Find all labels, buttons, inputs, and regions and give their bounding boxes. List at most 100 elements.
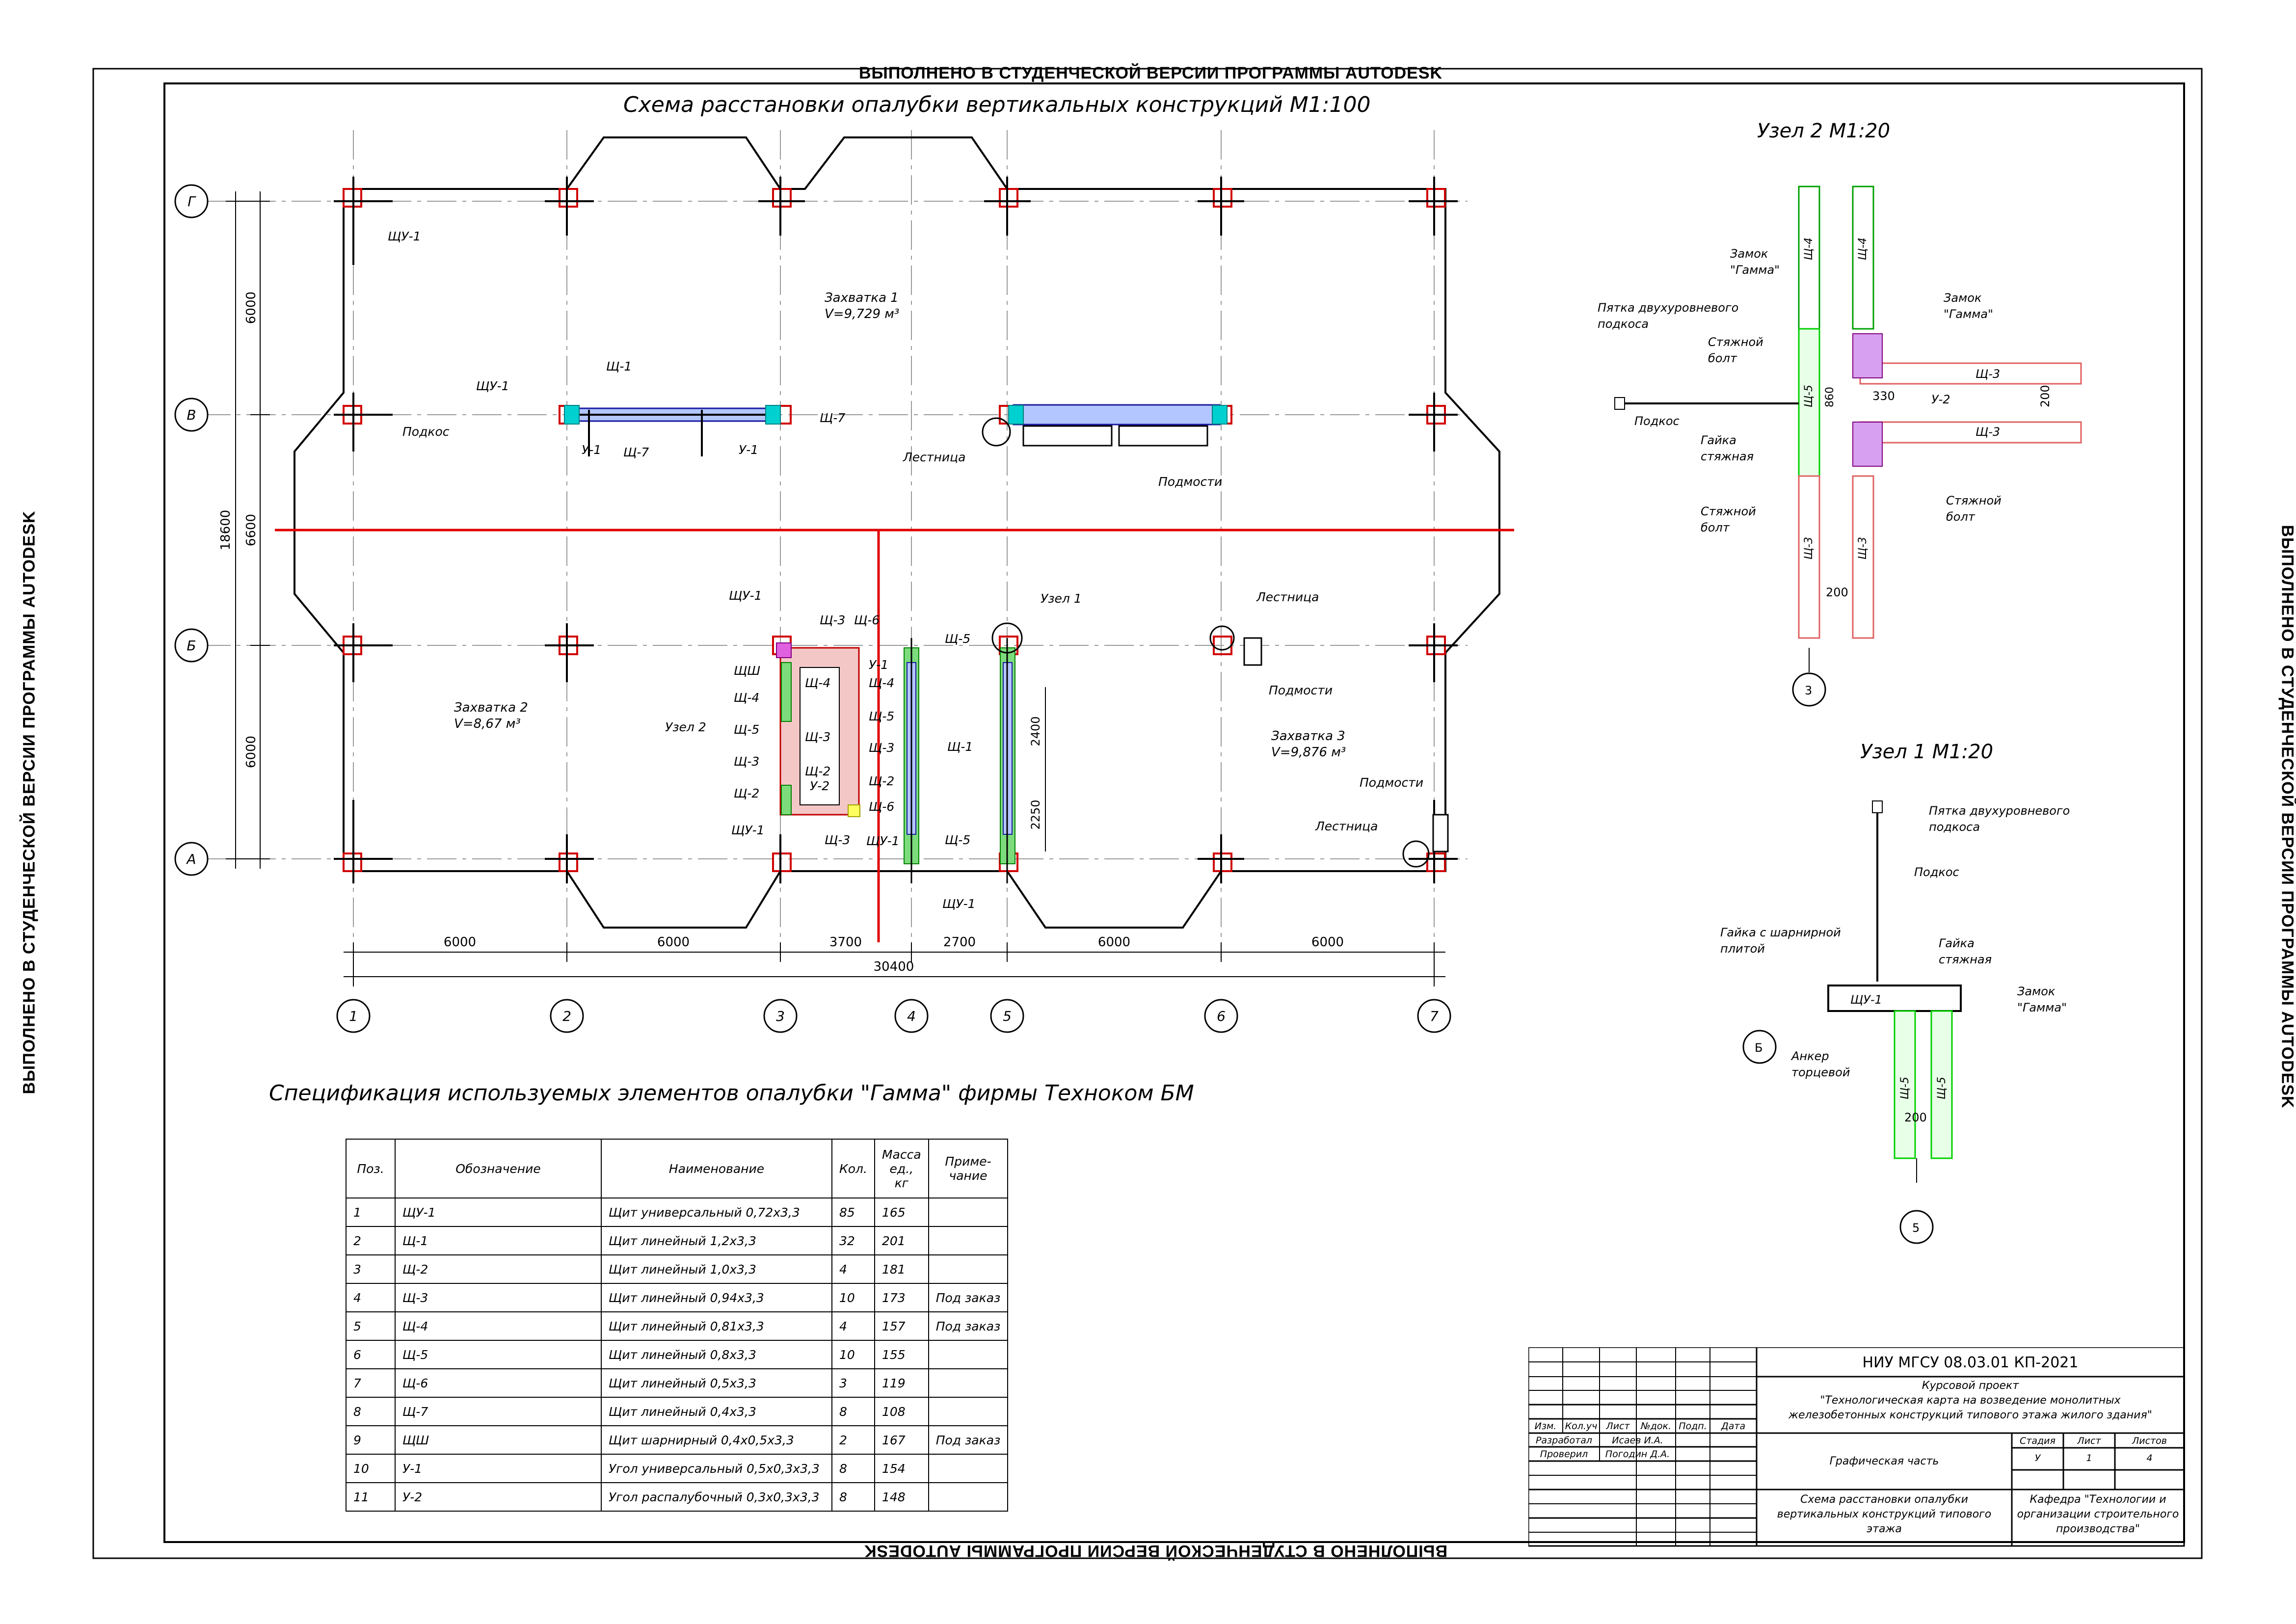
spec-cell-name: Щит линейный 0,5х3,3 [601,1368,832,1398]
spec-cell-mass: 154 [874,1454,929,1483]
spec-cell-qty: 4 [831,1254,875,1284]
plan-labels: ЩУ-1 ЩУ-1 Щ-1 Щ-7 Щ-7 У-1 У-1 Подкос Лес… [388,229,1423,911]
svg-text:Щ-5: Щ-5 [1936,1077,1948,1099]
svg-text:Щ-4: Щ-4 [734,691,759,705]
dim-row-3: 6000 [244,736,259,768]
svg-text:Щ-6: Щ-6 [869,799,894,814]
svg-text:"Гамма": "Гамма" [1944,307,1993,321]
dim-col-1: 6000 [444,935,476,950]
svg-text:Стяжной: Стяжной [1946,494,2002,507]
spec-cell-qty: 4 [831,1311,875,1341]
svg-text:Щ-5: Щ-5 [734,722,759,737]
spec-cell-mass: 148 [874,1482,929,1512]
row-axis-a: А [186,851,196,867]
stamp-sheet3: этажа [1867,1523,1902,1535]
node1-labels: Пятка двухуровневого подкоса Подкос Гайк… [1720,804,2070,1235]
spec-cell-note [928,1454,1009,1483]
spec-title: Спецификация используемых элементов опал… [269,1081,1194,1106]
spec-cell-note: Под заказ [928,1283,1009,1312]
svg-text:стяжная: стяжная [1701,450,1754,463]
wall-formwork-b-right [1008,404,1228,447]
spec-cell-designation: ЩШ [395,1425,602,1455]
stamp-razrab: Разработал [1535,1435,1593,1446]
spec-cell-mass: 165 [874,1198,929,1227]
spec-cell-pos: 3 [346,1254,396,1284]
svg-text:Гайка: Гайка [1939,936,1975,950]
spec-cell-name: Щит линейный 0,8х3,3 [601,1340,832,1369]
spec-cell-qty: 85 [831,1198,875,1227]
spec-cell-note [928,1198,1009,1227]
scaffold-3 [1432,814,1449,852]
spec-cell-designation: Щ-5 [395,1340,602,1369]
svg-text:подкоса: подкоса [1929,820,1980,834]
svg-text:ЩУ-1: ЩУ-1 [1850,993,1882,1007]
svg-text:Щ-1: Щ-1 [947,740,973,754]
spec-cell-designation: Щ-7 [395,1397,602,1426]
svg-text:У-1: У-1 [582,443,601,457]
spec-cell-note [928,1226,1009,1255]
svg-text:ЩУ-1: ЩУ-1 [729,588,762,603]
spec-cell-name: Щит линейный 0,94х3,3 [601,1283,832,1312]
svg-text:Подкос: Подкос [1914,865,1959,879]
svg-text:200: 200 [2038,385,2052,407]
col-axis-3: 3 [776,1008,785,1024]
svg-text:Б: Б [1755,1041,1762,1055]
svg-text:Лестница: Лестница [1315,819,1378,833]
dim-col-2: 6000 [657,935,690,950]
grid-lines [201,130,1468,962]
outer-frame [92,68,2203,1559]
stamp-col-list: Лист [1606,1421,1630,1432]
spec-cell-name: Угол универсальный 0,5х0,3х3,3 [601,1454,832,1483]
svg-text:Стяжной: Стяжной [1701,505,1756,518]
svg-text:Анкер: Анкер [1790,1049,1829,1063]
svg-text:Пятка двухуровневого: Пятка двухуровневого [1929,804,2070,818]
spec-cell-mass: 201 [874,1226,929,1255]
col-axis-bubbles [336,999,1451,1033]
stamp-sheet2: вертикальных конструкций типового [1777,1508,1992,1520]
svg-text:Щ-1: Щ-1 [606,359,632,373]
node1-drawing [1742,800,1962,1244]
node2-drawing [1614,186,2082,707]
spec-header-row: Поз. Обозначение Наименование Кол. Масса… [346,1139,1009,1198]
stamp-dept1: Кафедра "Технологии и [2029,1493,2166,1506]
svg-text:болт: болт [1946,510,1976,524]
svg-text:Щ-4: Щ-4 [869,676,894,690]
stamp-sheet1: Схема расстановки опалубки [1800,1493,1968,1506]
stamp-razrab-name: Исаев И.А. [1612,1435,1663,1446]
spec-cell-name: Щит шарнирный 0,4х0,5х3,3 [601,1425,832,1455]
svg-text:Замок: Замок [2017,985,2056,998]
spec-cell-pos: 11 [346,1482,396,1512]
stamp-project3: железобетонных конструкций типового этаж… [1789,1409,2152,1421]
plan-title: Схема расстановки опалубки вертикальных … [623,92,1371,117]
spec-cell-pos: 4 [346,1283,396,1312]
dim-col-3: 3700 [829,935,862,950]
node1-rotated-labels: Щ-5 Щ-5 [1899,1077,1948,1099]
svg-text:Подкос: Подкос [402,425,450,439]
spec-cell-name: Щит универсальный 0,72х3,3 [601,1198,832,1227]
svg-text:Щ-5: Щ-5 [945,632,970,646]
stamp-list-h: Лист [2077,1436,2101,1446]
building-outline [294,136,1500,929]
svg-text:Щ-3: Щ-3 [825,833,850,847]
svg-text:Щ-4: Щ-4 [1857,238,1869,260]
svg-text:860: 860 [1824,387,1836,407]
row-axis-v: В [187,407,196,423]
spec-cell-pos: 8 [346,1397,396,1426]
col-axis-4: 4 [907,1008,916,1024]
stamp-prover: Проверил [1540,1449,1588,1460]
svg-text:Стяжной: Стяжной [1708,335,1763,349]
stamp-dept2: организации строительного [2017,1508,2179,1520]
grip-3-volume: V=9,876 м³ [1271,745,1346,760]
svg-text:У-1: У-1 [869,658,888,672]
stamp-listov-h: Листов [2132,1436,2167,1446]
spec-cell-qty: 2 [831,1425,875,1455]
